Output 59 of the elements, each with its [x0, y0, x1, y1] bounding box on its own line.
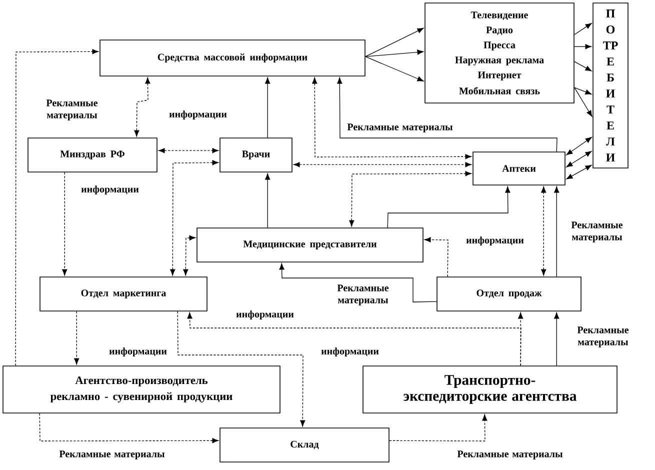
arrow: [158, 148, 219, 154]
arrow: [293, 162, 472, 168]
arrow: [574, 23, 592, 35]
annotation-label: информации: [109, 347, 167, 357]
process-box: Агентство-производитель рекламно - сувенирной продукции: [2, 366, 280, 414]
process-box: Минздрав РФ: [28, 138, 158, 172]
arrow: [265, 77, 270, 138]
arrow: [566, 150, 592, 168]
process-box: Отдел продаж: [436, 276, 582, 312]
process-box: Отдел маркетинга: [40, 276, 208, 312]
annotation-label: информации: [236, 310, 294, 320]
annotation-label: Рекламные материалы: [571, 222, 623, 242]
annotation-label: Рекламные материалы: [46, 100, 98, 120]
arrow: [574, 87, 592, 117]
vertical-text-box: П О ТР Е Б И Т Е Л И: [592, 2, 628, 168]
process-box: Медицинские представители: [196, 228, 424, 262]
process-box: Склад: [220, 428, 390, 462]
arrow: [265, 173, 270, 228]
arrow: [566, 164, 592, 180]
arrow: [365, 50, 424, 57]
arrow: [541, 186, 546, 276]
annotation-label: информации: [466, 236, 524, 246]
arrow: [554, 312, 560, 366]
arrow: [170, 160, 219, 276]
process-box: Врачи: [220, 138, 292, 172]
arrow: [566, 137, 592, 156]
annotation-label: Рекламные материалы: [457, 450, 563, 460]
annotation-label: информации: [321, 347, 379, 357]
process-box: Средства массовой информации: [100, 40, 366, 76]
arrow: [39, 413, 219, 444]
arrow: [74, 311, 80, 365]
arrow: [183, 235, 196, 276]
arrow: [365, 56, 424, 82]
arrow: [337, 77, 558, 152]
annotation-label: Рекламные материалы: [337, 284, 389, 306]
process-box: Транспортно-экспедиторские агентства: [362, 366, 618, 414]
arrow: [574, 61, 592, 72]
arrow: [574, 87, 592, 94]
arrow: [62, 172, 68, 276]
annotation-label: информации: [81, 185, 139, 195]
annotation-label: Рекламные материалы: [347, 124, 453, 132]
arrow: [365, 28, 424, 57]
annotation-label: информации: [169, 110, 227, 120]
arrow: [518, 312, 524, 366]
arrow: [177, 311, 306, 427]
annotation-label: Рекламные материалы: [59, 450, 165, 460]
arrow: [424, 237, 448, 277]
arrow: [312, 77, 472, 160]
arrow: [15, 49, 99, 366]
annotation-label: Рекламные материалы: [577, 326, 629, 348]
arrow: [554, 186, 560, 277]
arrow: [134, 77, 150, 137]
arrow: [574, 44, 592, 50]
arrow: [279, 263, 437, 302]
process-box: Аптеки: [472, 152, 566, 186]
arrow: [349, 171, 472, 227]
arrow: [389, 414, 488, 442]
media-list-box: Телевидение Радио Пресса Наружная реклама Интернет Мобильная связь: [424, 2, 574, 104]
arrow: [387, 186, 510, 228]
